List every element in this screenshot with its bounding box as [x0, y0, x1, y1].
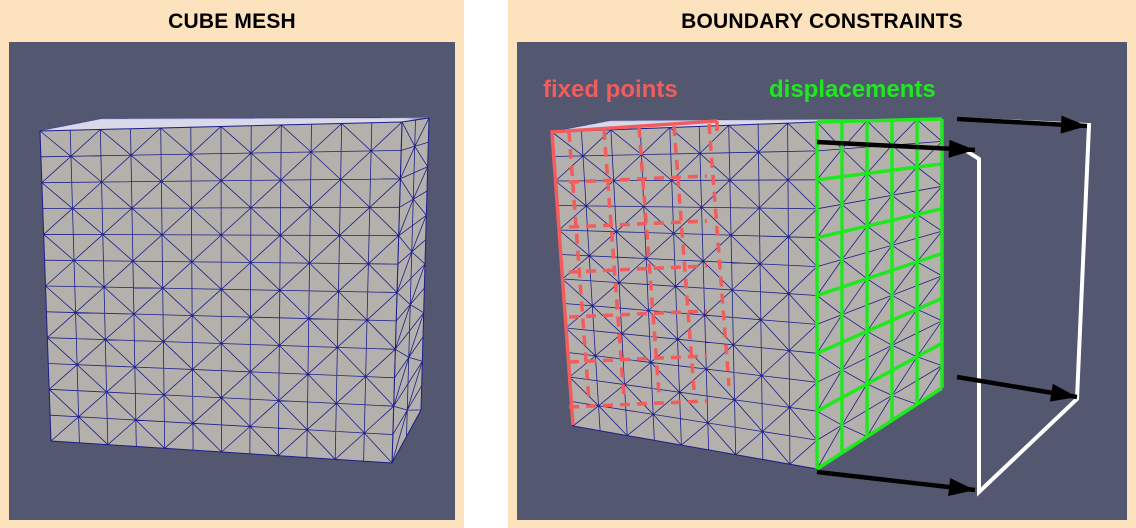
boundary-constraints-viewport: fixed points displacements	[517, 42, 1127, 520]
boundary-constraints-panel: BOUNDARY CONSTRAINTS fixed points displa…	[508, 0, 1136, 528]
cube-mesh-panel: CUBE MESH	[0, 0, 464, 528]
cube-front-face	[40, 122, 402, 463]
panel-title-boundary-constraints: BOUNDARY CONSTRAINTS	[508, 10, 1136, 34]
boundary-constraints-render	[517, 42, 1127, 520]
displacement-arrow-head	[948, 478, 975, 496]
panel-title-cube-mesh: CUBE MESH	[0, 10, 464, 34]
cube-mesh-viewport	[9, 42, 455, 520]
target-outline	[957, 119, 1089, 492]
cube-mesh-render	[9, 42, 455, 520]
cube-front-face	[552, 122, 817, 469]
displacement-arrow-head	[1061, 116, 1087, 134]
displacements-label: displacements	[769, 76, 936, 104]
fixed-points-label: fixed points	[543, 76, 678, 104]
displacement-arrow-head	[1050, 384, 1077, 402]
